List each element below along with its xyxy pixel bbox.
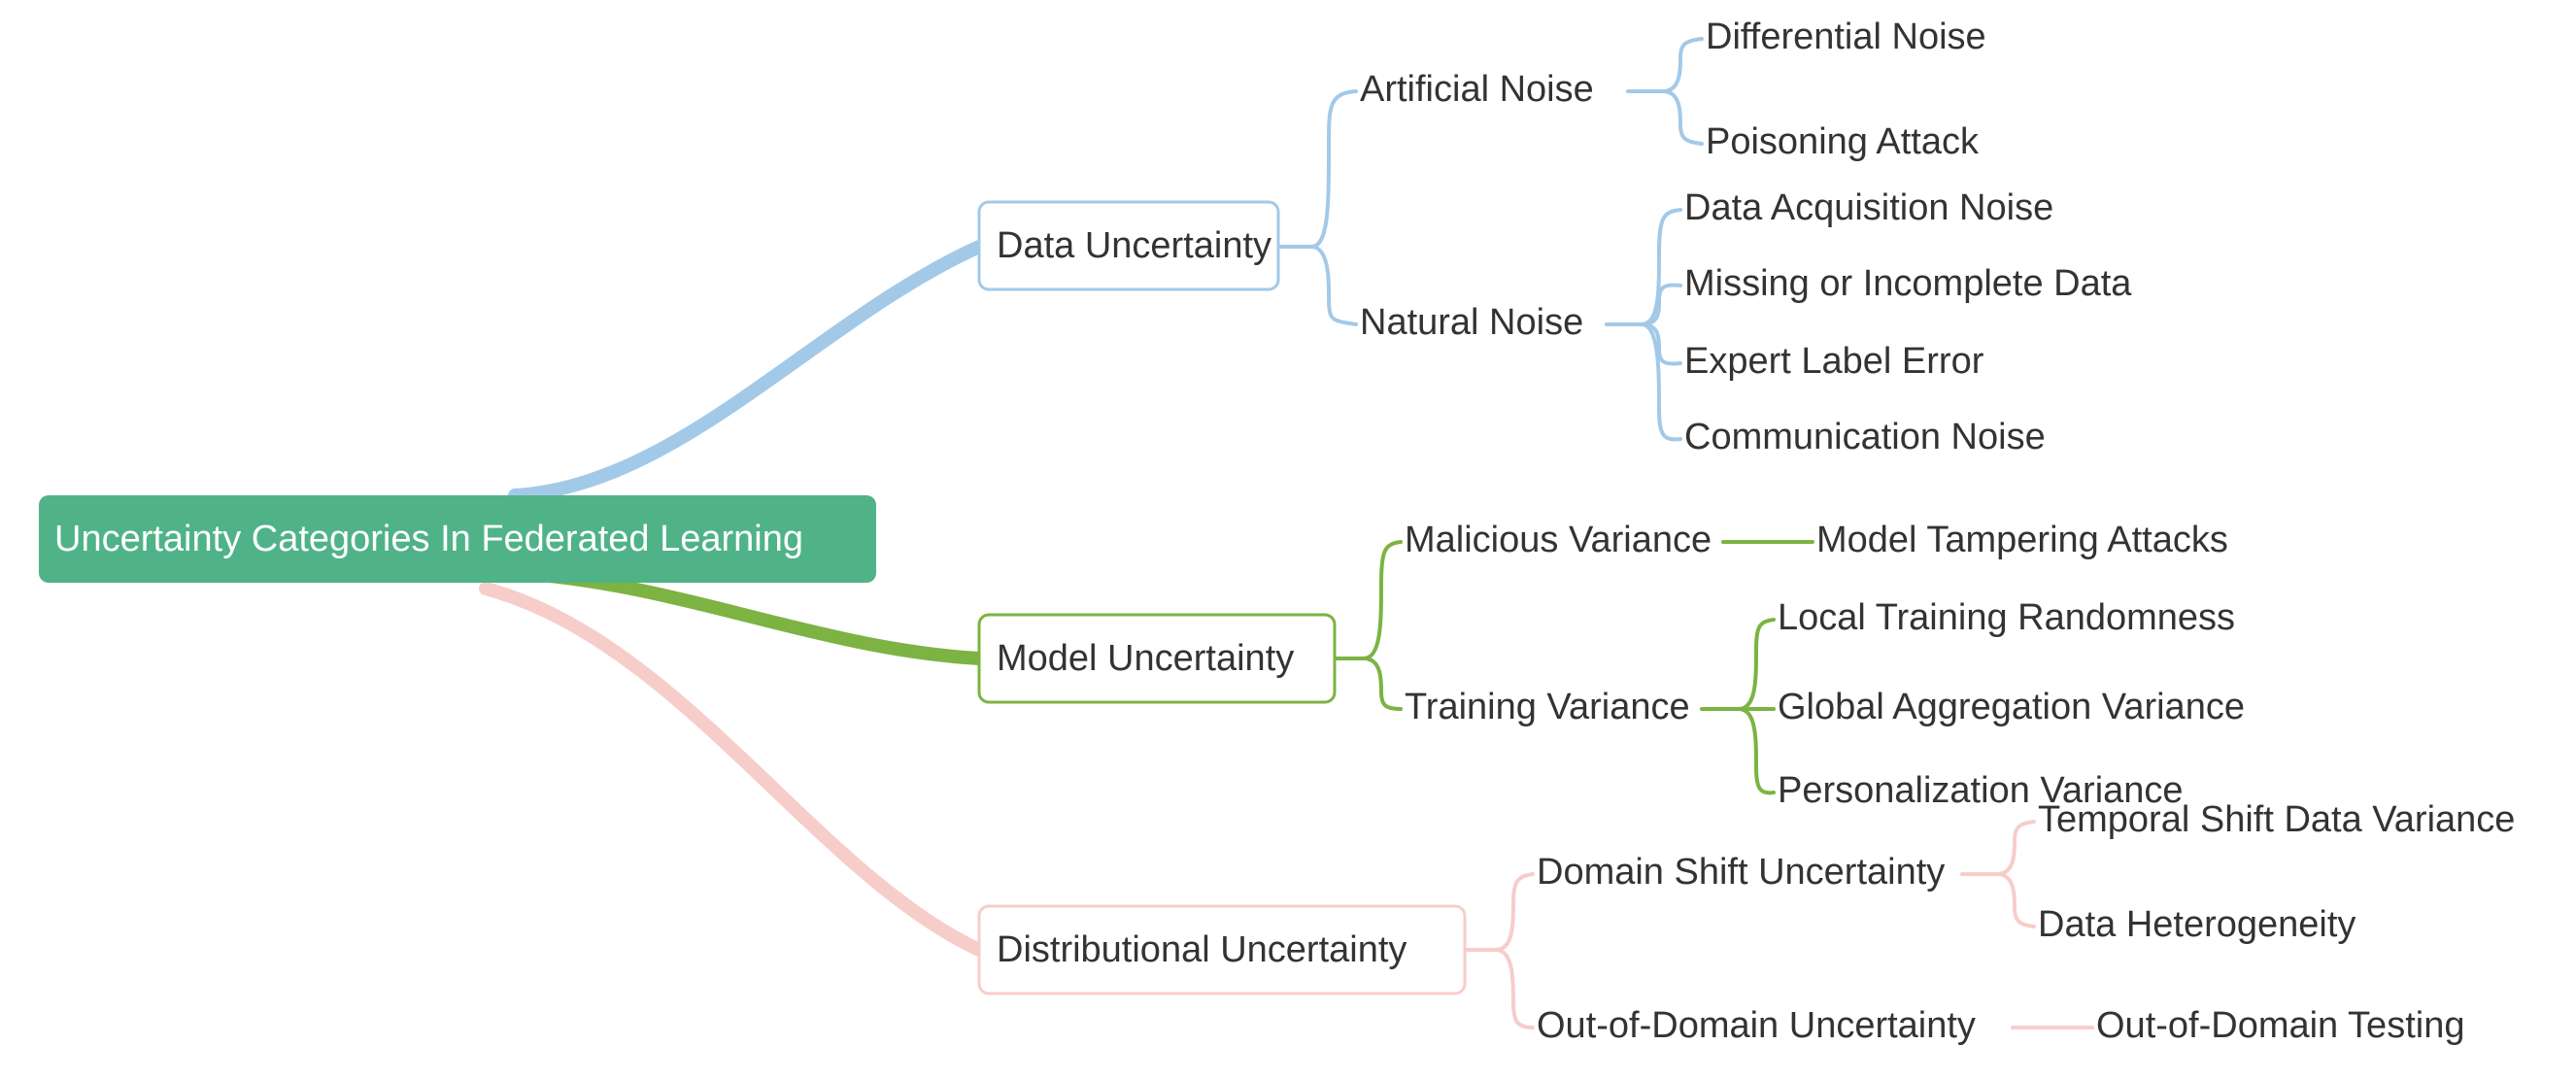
edge-natural-noise-to-expert-label-error [1640,322,1682,366]
data-uncertainty-label: Data Uncertainty [997,225,1271,266]
edges-data-uncertainty [508,37,1704,502]
root-node-label: Uncertainty Categories In Federated Lear… [54,519,803,559]
edge-model-uncertainty-to-training-variance [1362,657,1403,711]
edge-artificial-noise-to-differential-noise [1661,37,1704,93]
edge-training-variance-to-personalization-variance [1737,707,1776,795]
node-artificial-noise[interactable]: Artificial Noise [1360,69,1594,110]
node-poisoning-attack[interactable]: Poisoning Attack [1706,121,1980,162]
data-uncertainty-box[interactable] [977,200,1280,291]
distributional-uncertainty-box[interactable] [977,904,1467,995]
edge-data-uncertainty-to-artificial-noise [1309,89,1358,249]
node-data-uncertainty[interactable]: Data Uncertainty [977,200,1280,291]
model-uncertainty-label: Model Uncertainty [997,638,1294,679]
edge-natural-noise-to-communication-noise [1640,322,1682,442]
node-temporal-shift-data-variance[interactable]: Temporal Shift Data Variance [2038,799,2515,840]
edge-root-to-distributional-uncertainty [479,582,986,957]
node-root[interactable]: Uncertainty Categories In Federated Lear… [39,495,876,583]
distributional-uncertainty-label: Distributional Uncertainty [997,929,1407,970]
edge-model-uncertainty-to-malicious-variance [1362,540,1403,660]
node-communication-noise[interactable]: Communication Noise [1684,417,2046,457]
edge-natural-noise-to-data-acquisition-noise [1640,208,1682,326]
node-out-of-domain-testing[interactable]: Out-of-Domain Testing [2096,1005,2464,1046]
node-expert-label-error[interactable]: Expert Label Error [1684,341,1984,382]
node-domain-shift-uncertainty[interactable]: Domain Shift Uncertainty [1537,852,1945,893]
model-uncertainty-box[interactable] [977,613,1337,704]
node-differential-noise[interactable]: Differential Noise [1706,17,1986,57]
edge-training-variance-to-local-training-randomness [1737,618,1776,711]
node-local-training-randomness[interactable]: Local Training Randomness [1778,597,2235,638]
node-distributional-uncertainty[interactable]: Distributional Uncertainty [977,904,1467,995]
edge-distributional-to-domain-shift-uncertainty [1494,872,1535,952]
node-natural-noise[interactable]: Natural Noise [1360,302,1583,343]
node-model-uncertainty[interactable]: Model Uncertainty [977,613,1337,704]
edge-domain-shift-to-temporal-shift-data-variance [1995,820,2036,876]
edge-root-to-data-uncertainty [508,240,986,502]
node-model-tampering-attacks[interactable]: Model Tampering Attacks [1816,520,2228,560]
node-out-of-domain-uncertainty[interactable]: Out-of-Domain Uncertainty [1537,1005,1976,1046]
node-global-aggregation-variance[interactable]: Global Aggregation Variance [1778,687,2245,727]
edge-natural-noise-to-missing-incomplete-data [1640,283,1682,326]
edge-data-uncertainty-to-natural-noise [1309,245,1358,326]
root-node-box[interactable] [39,495,876,583]
node-personalization-variance[interactable]: Personalization Variance [1778,770,2184,811]
edge-distributional-to-out-of-domain-uncertainty [1494,948,1535,1029]
edge-artificial-noise-to-poisoning-attack [1661,89,1704,146]
node-missing-or-incomplete-data[interactable]: Missing or Incomplete Data [1684,263,2132,304]
node-data-heterogeneity[interactable]: Data Heterogeneity [2038,904,2356,945]
node-data-acquisition-noise[interactable]: Data Acquisition Noise [1684,187,2053,228]
edge-domain-shift-to-data-heterogeneity [1995,872,2036,928]
node-training-variance[interactable]: Training Variance [1405,687,1690,727]
edges-distributional-uncertainty [479,582,2094,1029]
edge-root-to-model-uncertainty [508,566,986,665]
node-malicious-variance[interactable]: Malicious Variance [1405,520,1712,560]
